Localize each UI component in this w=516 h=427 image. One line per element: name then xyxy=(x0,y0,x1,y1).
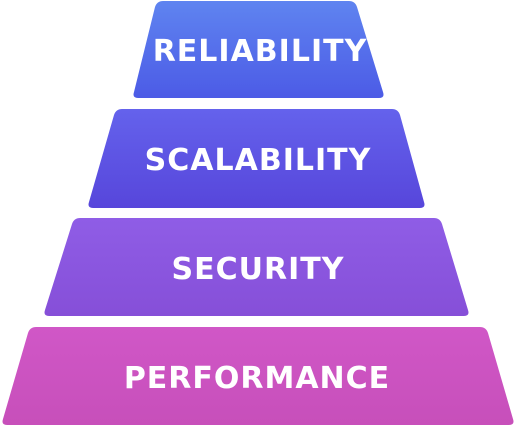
tier-scalability-label: SCALABILITY xyxy=(145,143,372,178)
tier-scalability-shape xyxy=(88,109,425,208)
tier-reliability: RELIABILITY xyxy=(133,1,384,98)
tier-reliability-label: RELIABILITY xyxy=(153,34,368,69)
tier-performance: PERFORMANCE xyxy=(2,327,514,425)
tier-security: SECURITY xyxy=(44,218,469,316)
tier-performance-shape xyxy=(2,327,514,425)
tier-performance-label: PERFORMANCE xyxy=(124,361,390,396)
tier-security-label: SECURITY xyxy=(172,252,345,287)
tier-reliability-shape xyxy=(133,1,384,98)
tier-scalability: SCALABILITY xyxy=(88,109,425,208)
tier-security-shape xyxy=(44,218,469,316)
